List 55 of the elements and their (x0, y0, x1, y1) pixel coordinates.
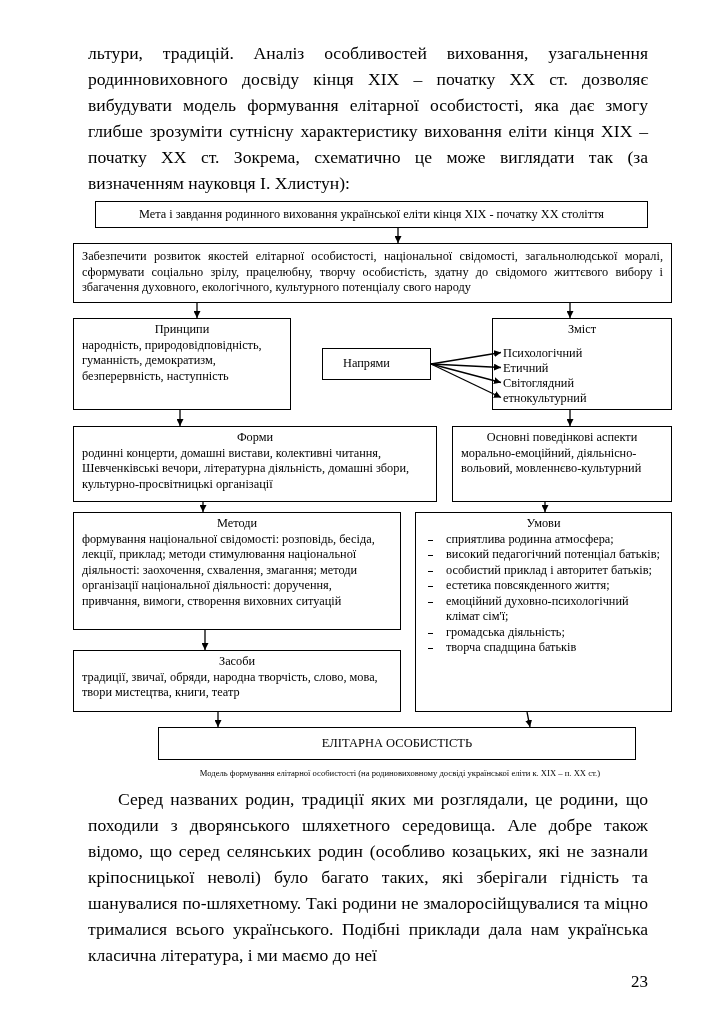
box-heading: Форми (235, 430, 275, 446)
arrow (566, 302, 574, 319)
figure-caption: Модель формування елітарної особистості (на родиновиховному досвіді української еліти к. XIX – п. XX ст.) (198, 768, 602, 778)
text-box (452, 426, 672, 502)
box-text: Мета і завдання родинного виховання української еліти кінця XIX - початку XX століття (137, 207, 606, 223)
paragraph: льтури, традицій. Аналіз особливостей виховання, узагальнення родинновиховного досвіду кінця XIX – початку XX ст. дозволяє вибудувати модель формування елітарної особистості, яка дає змогу глибше зрозуміти сутнісну характеристику виховання еліти кінця XIX – початку XX ст. Зокрема, схематично це може виглядати так (за визначенням науковця І. Хлистун): (88, 42, 648, 195)
arrow (541, 501, 549, 513)
page-number: 23 (630, 972, 648, 992)
arrow (525, 711, 533, 728)
text-box (73, 650, 401, 712)
list-item: високий педагогічний потенціал батьків; (424, 547, 663, 563)
arrow (214, 711, 222, 728)
box-text: народність, природовідповідність, гуманність, демократизм, безперервність, наступність (82, 337, 263, 384)
list-item: Світоглядний (503, 376, 653, 391)
arrow (430, 363, 502, 385)
box-heading: Умови (525, 516, 562, 532)
list-item: етнокультурний (503, 391, 653, 406)
list-item: громадська діяльність; (424, 624, 663, 640)
text-box (73, 512, 401, 630)
box-text: родинні концерти, домашні вистави, колективні читання, Шевченківські вечори, літературна діяльність, домашні збори, культурно-просвітницькі організації (82, 445, 411, 492)
list-item: творча спадщина батьків (424, 640, 663, 656)
box-heading: Зміст (566, 322, 598, 338)
arrow (430, 363, 502, 371)
list-item: Психологічний (503, 346, 653, 361)
list-item: особистий приклад і авторитет батьків; (424, 562, 663, 578)
box-text: Напрями (343, 356, 391, 372)
arrow (430, 363, 502, 399)
text-box (73, 243, 672, 303)
text-box (95, 201, 648, 228)
paragraph: Серед названих родин, традиції яких ми розглядали, це родини, що походили з дворянського шляхетного середовища. Але добре також відомо, що серед селянських родин (особливо козацьких, які не зазнали кріпосницької неволі) було багато таких, які зберігали гідність та шанувалися по-шляхетному. Такі родини не змалоросійщувалися та міцно трималися всього українського. Подібні приклади дала нам українська класична література, і ми маємо до неї (88, 788, 648, 967)
box-text: морально-емоційний, діяльнісно-вольовий, мовленнєво-культурний (461, 445, 643, 477)
box-text: Забезпечити розвиток якостей елітарної особистості, національної свідомості, загальнолюдської моралі, сформувати соціально зрілу, працелюбну, творчу особистість, здатну до свідомого життєвого вибору і збагачення духовного, екологічного, культурного потенціалу свого народу (82, 249, 663, 296)
arrow (176, 409, 184, 427)
text-box (73, 426, 437, 502)
text-box (492, 318, 672, 410)
box-title: ЕЛІТАРНА ОСОБИСТІСТЬ (320, 736, 474, 752)
text-box (322, 348, 431, 380)
box-heading: Принципи (153, 322, 211, 338)
text-box (73, 318, 291, 410)
list-item: сприятлива родинна атмосфера; (424, 531, 663, 547)
list-item: емоційний духовно-психологічний клімат сім'ї; (424, 593, 663, 625)
box-heading: Засоби (217, 654, 257, 670)
text-box (158, 727, 636, 760)
box-text: традиції, звичаї, обряди, народна творчість, слово, мова, твори мистецтва, книги, театр (82, 669, 379, 701)
box-heading: Методи (215, 516, 259, 532)
box-heading: Основні поведінкові аспекти (485, 430, 639, 446)
arrow (199, 501, 207, 513)
list-item: естетика повсякденного життя; (424, 578, 663, 594)
box-text: формування національної свідомості: розповідь, бесіда, лекції, приклад; методи стимулювання національної діяльності: заохочення, схвалення, змагання; методи організації національної діяльності: доручення, привчання, вимоги, створення виховних ситуацій (82, 531, 376, 609)
list-item: Етичний (503, 361, 653, 376)
arrow (566, 409, 574, 427)
text-box (415, 512, 672, 712)
arrow (201, 629, 209, 651)
arrow (394, 227, 402, 244)
arrow (193, 302, 201, 319)
